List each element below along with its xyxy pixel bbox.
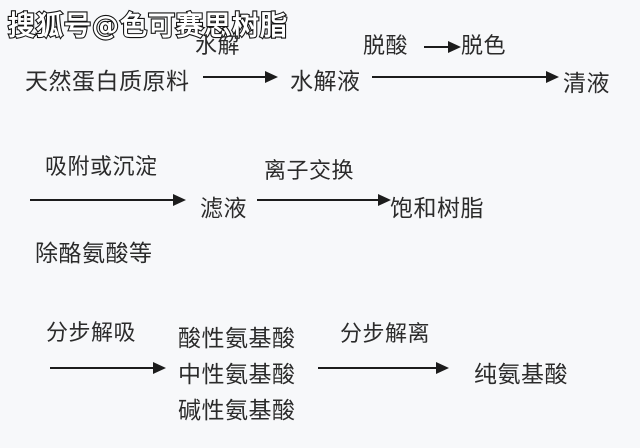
node-acidic-amino-acid: 酸性氨基酸	[178, 326, 296, 352]
arrow-deacidification-to-decolorization	[424, 46, 448, 48]
node-saturated-resin: 饱和树脂	[390, 196, 484, 222]
label-hydrolysis: 水解	[195, 34, 241, 59]
note-remove-tyrosine: 除酪氨酸等	[35, 241, 153, 267]
node-clear-liquid: 清液	[563, 71, 610, 97]
arrow-clear-liquid-to-filtrate	[30, 199, 173, 201]
node-basic-amino-acid: 碱性氨基酸	[178, 398, 296, 424]
label-stepwise-desorption: 分步解吸	[46, 321, 137, 346]
label-decolorization: 脱色	[461, 34, 507, 59]
arrow-hydrolysate-to-clear-liquid	[372, 76, 546, 78]
arrow-filtrate-to-saturated-resin	[257, 199, 378, 201]
arrow-raw-to-hydrolysate	[203, 76, 265, 78]
node-hydrolysate: 水解液	[290, 69, 361, 95]
node-neutral-amino-acid: 中性氨基酸	[178, 362, 296, 388]
node-filtrate: 滤液	[200, 196, 247, 222]
watermark: 搜狐号@色可赛思树脂	[7, 9, 288, 43]
label-adsorption-or-precipitation: 吸附或沉淀	[45, 155, 158, 180]
arrow-amino-acids-to-pure	[318, 367, 436, 369]
label-stepwise-dissociation: 分步解离	[340, 322, 431, 347]
node-natural-protein-material: 天然蛋白质原料	[25, 69, 190, 95]
arrow-resin-to-amino-acids	[50, 367, 153, 369]
watermark-text: 搜狐号@色可赛思树脂	[8, 10, 288, 42]
label-ion-exchange: 离子交换	[264, 159, 355, 184]
node-pure-amino-acid: 纯氨基酸	[474, 362, 568, 388]
label-deacidification: 脱酸	[363, 34, 409, 59]
